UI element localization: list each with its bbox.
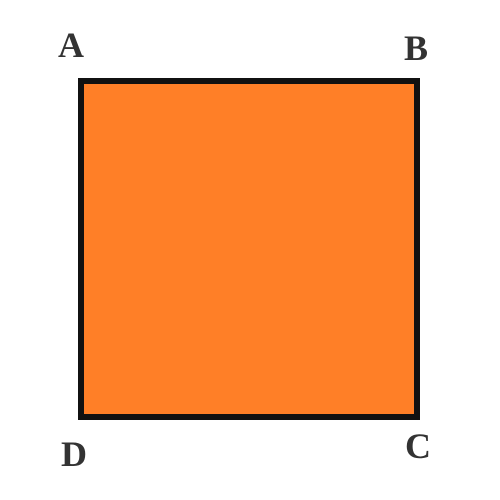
- vertex-label-a: A: [58, 25, 84, 65]
- square-abcd: [78, 78, 420, 420]
- vertex-label-c: C: [405, 426, 431, 466]
- vertex-label-d: D: [61, 434, 87, 474]
- vertex-label-b: B: [404, 28, 429, 68]
